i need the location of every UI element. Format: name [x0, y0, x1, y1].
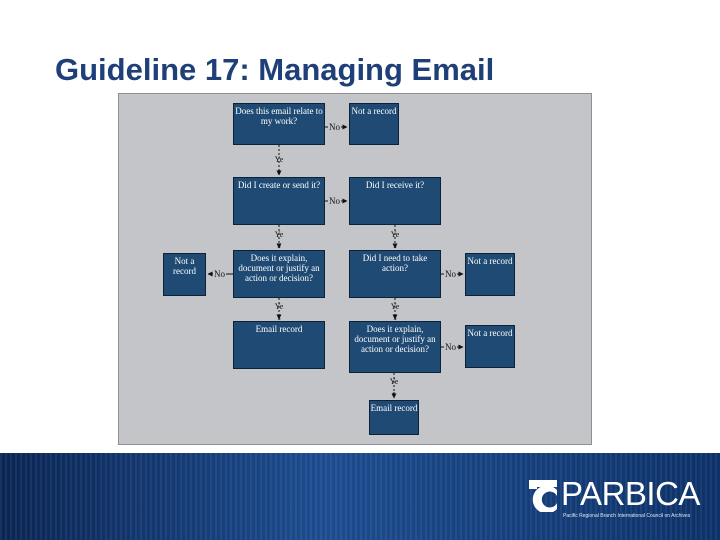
label-yes-bottom: s	[277, 167, 281, 176]
node-create-or-send: Did I create or send it?	[233, 177, 325, 225]
node-relate-to-work: Does this email relate to my work?	[233, 103, 325, 145]
slide-title: Guideline 17: Managing Email	[55, 52, 495, 87]
node-email-record-1: Email record	[233, 321, 325, 369]
node-not-a-record-4: Not a record	[465, 325, 515, 368]
label-yes-bottom: s	[393, 241, 397, 250]
node-need-action: Did I need to take action?	[349, 250, 441, 298]
logo-tagline: Pacific Regional Branch International Co…	[563, 513, 691, 519]
label-no: No	[444, 342, 457, 352]
node-email-record-2: Email record	[369, 400, 419, 435]
label-no: No	[328, 196, 341, 206]
label-yes-top: Ye	[389, 377, 399, 386]
node-not-a-record-1: Not a record	[349, 103, 399, 145]
label-yes-top: Ye	[390, 230, 400, 239]
logo-wordmark: PARBICA	[561, 475, 700, 512]
label-no: No	[444, 269, 457, 279]
label-no: No	[213, 269, 226, 279]
node-not-a-record-2: Not a record	[163, 253, 206, 296]
footer-band	[0, 453, 720, 540]
label-yes-top: Ye	[274, 302, 284, 311]
label-yes-bottom: s	[392, 389, 396, 398]
node-explain-document-2: Does it explain, document or justify an …	[349, 321, 441, 373]
node-receive: Did I receive it?	[349, 177, 441, 225]
parbica-logo-icon	[529, 480, 557, 512]
label-yes-bottom: s	[393, 313, 397, 322]
node-explain-document-1: Does it explain, document or justify an …	[233, 250, 325, 298]
label-yes-bottom: s	[277, 241, 281, 250]
label-no: No	[328, 122, 341, 132]
label-yes-top: Ye	[274, 230, 284, 239]
label-yes-bottom: s	[277, 313, 281, 322]
label-yes-top: Ye	[274, 155, 284, 164]
node-not-a-record-3: Not a record	[465, 253, 515, 296]
label-yes-top: Ye	[390, 302, 400, 311]
